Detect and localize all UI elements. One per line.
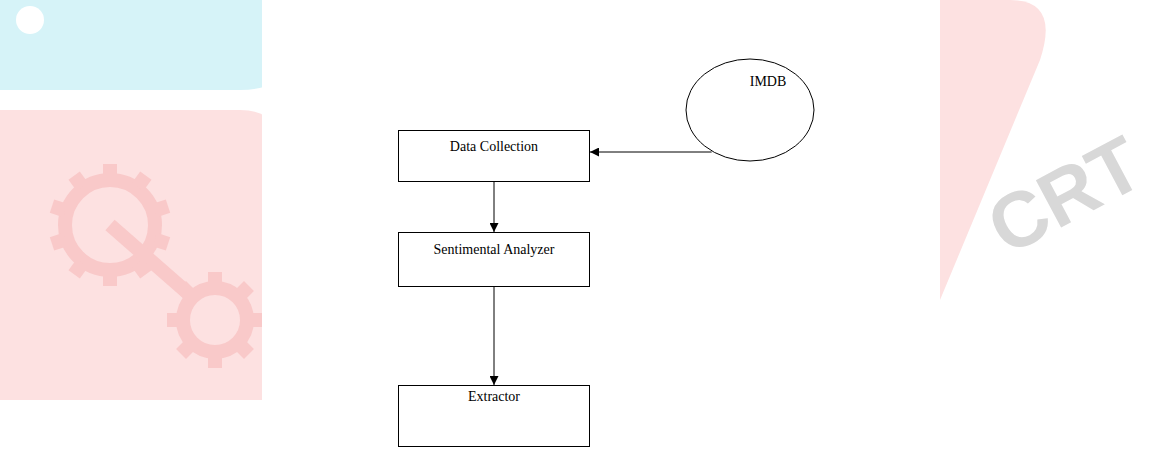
page-panel xyxy=(262,0,940,457)
logo-dot xyxy=(16,6,44,34)
node-label: Data Collection xyxy=(407,139,581,156)
process-box: Extractor xyxy=(398,385,590,447)
logo-band xyxy=(0,110,280,400)
ellipse-outline xyxy=(685,58,815,162)
process-box: Sentimental Analyzer xyxy=(398,232,590,287)
flow-arrow xyxy=(590,152,712,153)
process-box: Data Collection xyxy=(398,130,590,182)
logo-band xyxy=(0,0,300,90)
node-label: Sentimental Analyzer xyxy=(407,242,581,259)
flow-arrow xyxy=(494,287,495,385)
node-label: IMDB xyxy=(721,74,815,91)
flow-arrow xyxy=(494,182,495,232)
gear-teeth xyxy=(50,164,263,368)
watermark-text: CRT xyxy=(973,118,1157,274)
gear-symbol xyxy=(65,180,247,352)
source-ellipse: IMDB xyxy=(685,58,815,162)
node-label: Extractor xyxy=(407,389,581,406)
